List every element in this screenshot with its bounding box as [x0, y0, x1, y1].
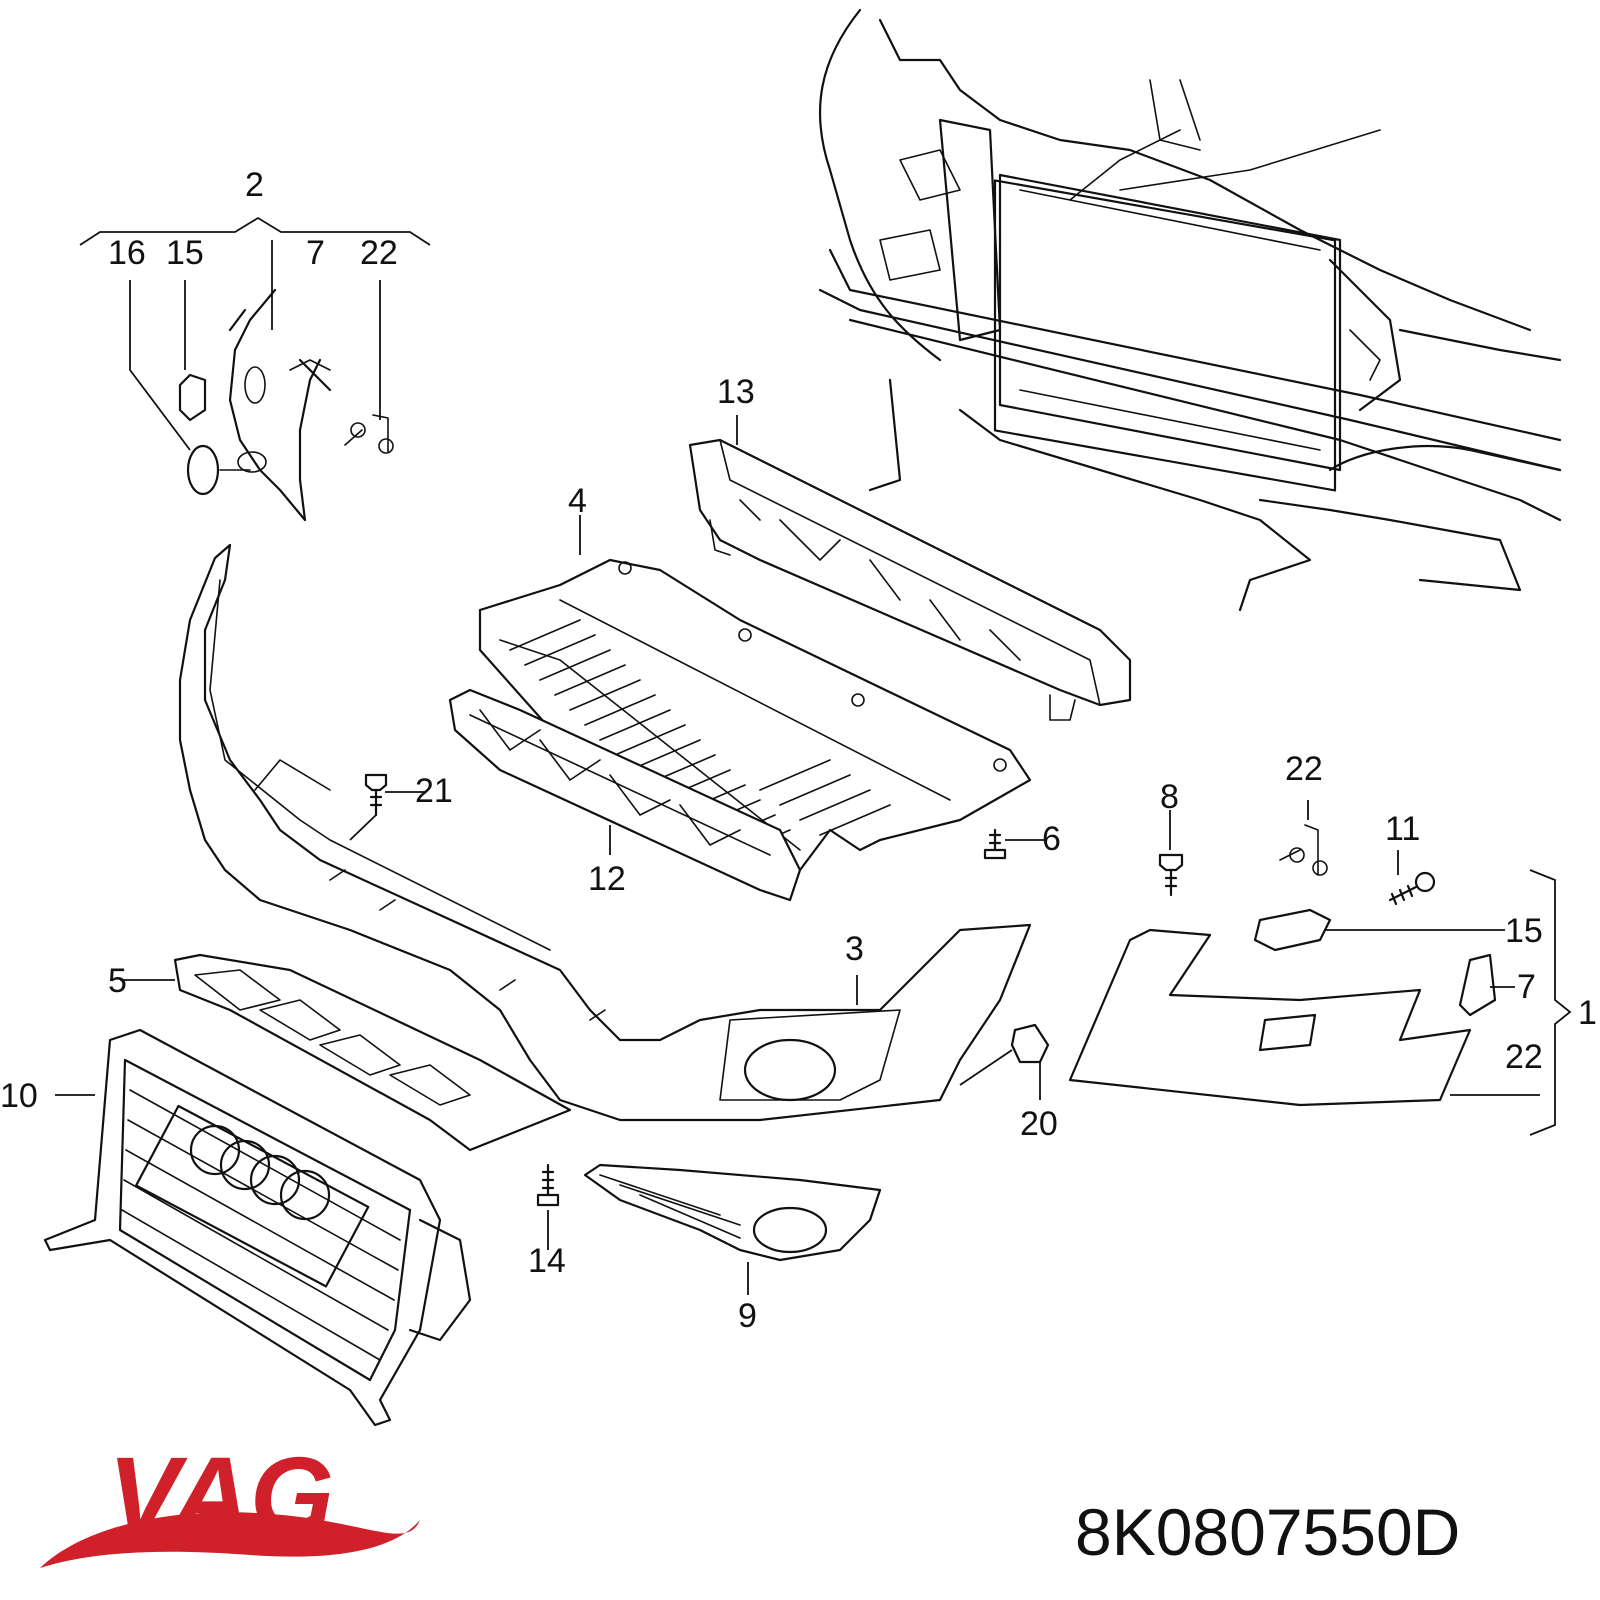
- bumper-cover-part-3: [178, 543, 1032, 1122]
- callout-16: 16: [108, 234, 146, 272]
- grille-frame-part-5: [173, 953, 572, 1152]
- screw-8: [1158, 853, 1184, 897]
- fasteners: [364, 773, 1436, 1207]
- callout-1: 1: [1578, 994, 1597, 1032]
- callout-5: 5: [108, 962, 127, 1000]
- fog-grille-part-9: [583, 1163, 882, 1262]
- callout-13: 13: [717, 373, 755, 411]
- callout-labels: 2 16 15 7 22 13 4 21 6 12 22 8 11 15 7 1…: [0, 166, 1597, 1335]
- trim-group-part-2: [178, 288, 394, 522]
- right-trim-group-part-1: [1068, 824, 1497, 1107]
- screw-6: [983, 828, 1007, 860]
- leader-lines: [55, 216, 1572, 1295]
- callout-15-right: 15: [1505, 912, 1543, 950]
- callout-11: 11: [1385, 810, 1420, 848]
- callout-7-right: 7: [1517, 968, 1536, 1006]
- vehicle-front-structure: [818, 8, 1562, 612]
- screw-11: [1388, 871, 1436, 906]
- vag-logo: VAG: [40, 1434, 420, 1568]
- callout-14: 14: [528, 1242, 566, 1280]
- part-number: 8K0807550D: [1075, 1495, 1460, 1569]
- screw-14: [536, 1163, 560, 1207]
- callout-20: 20: [1020, 1105, 1058, 1143]
- callout-21: 21: [415, 772, 453, 810]
- logo-swoosh: [40, 1512, 420, 1568]
- callout-3: 3: [845, 930, 864, 968]
- logo-text: VAG: [108, 1434, 334, 1555]
- callout-8: 8: [1160, 778, 1179, 816]
- callout-22-mid: 22: [1285, 750, 1323, 788]
- radiator-grille-part-10: [43, 1028, 472, 1427]
- clip-20: [1010, 1023, 1050, 1064]
- callout-22-right: 22: [1505, 1038, 1543, 1076]
- screw-21: [364, 773, 388, 817]
- callout-10: 10: [0, 1077, 38, 1115]
- grille-slats: [121, 1089, 401, 1361]
- callout-15-top: 15: [166, 234, 204, 272]
- callout-12: 12: [588, 860, 626, 898]
- callout-6: 6: [1042, 820, 1061, 858]
- callout-9: 9: [738, 1297, 757, 1335]
- callout-7-top: 7: [306, 234, 325, 272]
- callout-4: 4: [568, 482, 587, 520]
- impact-absorber-part-13: [688, 438, 1132, 721]
- callout-22-top: 22: [360, 234, 398, 272]
- grille-support-part-12: [448, 688, 802, 902]
- callout-2: 2: [245, 166, 264, 204]
- four-rings-logo: [189, 1124, 331, 1221]
